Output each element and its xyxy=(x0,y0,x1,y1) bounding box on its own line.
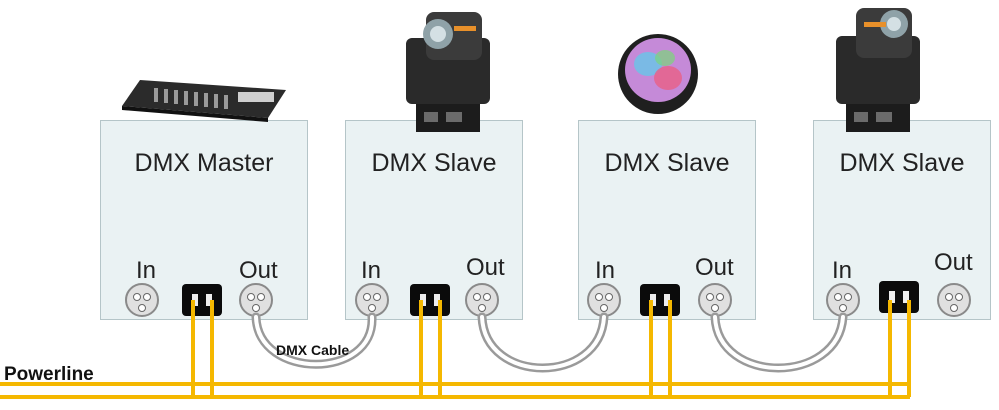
in-label: In xyxy=(595,257,616,284)
out-label: Out xyxy=(934,249,973,276)
slave3-in-xlr-icon xyxy=(826,283,860,317)
moving-head-light-icon xyxy=(836,8,920,132)
in-label: In xyxy=(136,257,157,284)
slave3-out-xlr-icon xyxy=(937,283,971,317)
out-label: Out xyxy=(466,254,505,281)
box-title: DMX Slave xyxy=(604,149,730,177)
out-label: Out xyxy=(695,254,734,281)
powerline-wire xyxy=(0,300,911,399)
dmx-console-icon xyxy=(122,80,286,122)
in-label: In xyxy=(832,257,853,284)
out-label: Out xyxy=(239,257,278,284)
slave2-power-socket-icon xyxy=(640,284,680,316)
dmx-cable-label: DMX Cable xyxy=(276,342,350,358)
box-title: DMX Slave xyxy=(839,149,965,177)
in-label: In xyxy=(361,257,382,284)
led-par-light-icon xyxy=(618,34,698,114)
slave1-in-xlr-icon xyxy=(355,283,389,317)
slave1-out-xlr-icon xyxy=(465,283,499,317)
moving-head-light-icon xyxy=(406,12,490,132)
slave2-in-xlr-icon xyxy=(587,283,621,317)
box-title: DMX Slave xyxy=(371,149,497,177)
box-title: DMX Master xyxy=(134,149,274,177)
slave3-power-socket-icon xyxy=(879,281,919,313)
master-in-xlr-icon xyxy=(125,283,159,317)
dmx-cable xyxy=(251,312,848,373)
powerline-label: Powerline xyxy=(4,364,94,385)
